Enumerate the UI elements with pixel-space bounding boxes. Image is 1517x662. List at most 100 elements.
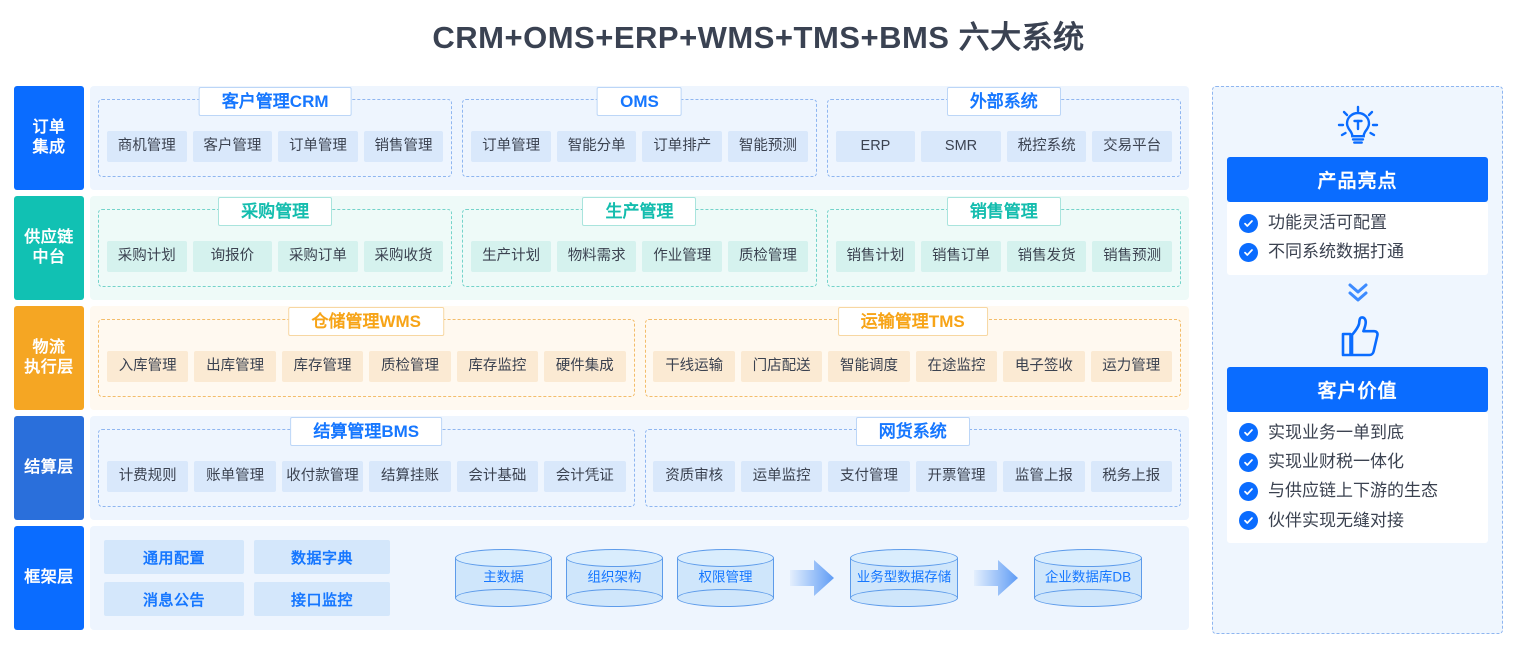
module-chip[interactable]: 会计凭证 xyxy=(544,460,626,492)
cylinder-org-structure[interactable]: 组织架构 xyxy=(566,549,663,607)
module-chip[interactable]: 监管上报 xyxy=(1003,460,1085,492)
module-chip[interactable]: 采购计划 xyxy=(107,240,187,272)
module-chip[interactable]: ERP xyxy=(835,130,916,162)
module-chip[interactable]: 质检管理 xyxy=(728,240,808,272)
cylinder-master-data[interactable]: 主数据 xyxy=(455,549,552,607)
group-title-bms: 结算管理BMS xyxy=(290,417,443,447)
framework-tile[interactable]: 接口监控 xyxy=(254,582,390,616)
cylinder-bottom xyxy=(677,589,774,607)
module-chip[interactable]: 支付管理 xyxy=(828,460,910,492)
cylinder-bottom xyxy=(850,589,958,607)
module-chip[interactable]: 客户管理 xyxy=(192,130,273,162)
check-icon xyxy=(1239,243,1258,263)
module-chip[interactable]: 库存管理 xyxy=(281,350,364,382)
band-label-settlement: 结算层 xyxy=(14,416,84,520)
group-bms: 结算管理BMS 计费规则 账单管理 收付款管理 结算挂账 会计基础 会计凭证 xyxy=(98,417,635,507)
chevron-double-down-icon xyxy=(1343,275,1373,309)
band-label-line2: 中台 xyxy=(32,249,66,266)
page-title: CRM+OMS+ERP+WMS+TMS+BMS 六大系统 xyxy=(432,20,1085,55)
check-icon xyxy=(1239,511,1258,531)
module-chip[interactable]: 交易平台 xyxy=(1092,130,1172,162)
module-chip[interactable]: 询报价 xyxy=(192,240,273,272)
module-chip[interactable]: 税控系统 xyxy=(1006,130,1087,162)
group-title-sales: 销售管理 xyxy=(946,197,1061,227)
module-chip[interactable]: 库存监控 xyxy=(456,350,539,382)
module-chip[interactable]: 在途监控 xyxy=(915,350,998,382)
framework-tile[interactable]: 数据字典 xyxy=(254,540,390,574)
group-sales: 销售管理 销售计划 销售订单 销售发货 销售预测 xyxy=(826,197,1181,287)
module-chip[interactable]: 质检管理 xyxy=(369,350,451,382)
band-label-line1: 订单 xyxy=(32,119,66,136)
group-title-oms: OMS xyxy=(597,87,682,117)
product-highlights-list: 功能灵活可配置 不同系统数据打通 xyxy=(1227,202,1488,275)
module-chip[interactable]: 收付款管理 xyxy=(281,460,364,492)
module-chip[interactable]: 运单监控 xyxy=(740,460,823,492)
customer-value-banner: 客户价值 xyxy=(1227,366,1488,412)
module-chip[interactable]: 计费规则 xyxy=(106,460,189,492)
module-chip[interactable]: 订单排产 xyxy=(642,130,723,162)
cylinder-business-data-storage[interactable]: 业务型数据存储 xyxy=(850,549,958,607)
band-body-framework: 通用配置 数据字典 消息公告 接口监控 主数据 xyxy=(90,526,1189,630)
chip-list: 采购计划 询报价 采购订单 采购收货 xyxy=(107,240,444,272)
group-title-crm: 客户管理CRM xyxy=(198,87,352,117)
group-title-production: 生产管理 xyxy=(582,197,697,227)
band-label-line2: 执行层 xyxy=(24,359,74,376)
module-chip[interactable]: 门店配送 xyxy=(740,350,823,382)
band-label-line2: 集成 xyxy=(32,139,66,156)
arrow-right-icon xyxy=(790,560,834,596)
list-item-label: 功能灵活可配置 xyxy=(1268,213,1387,232)
band-body-order-integration: 客户管理CRM 商机管理 客户管理 订单管理 销售管理 OMS 订单管理 智能分… xyxy=(90,86,1189,190)
list-item: 伙伴实现无缝对接 xyxy=(1239,508,1476,534)
group-wms: 仓储管理WMS 入库管理 出库管理 库存管理 质检管理 库存监控 硬件集成 xyxy=(98,307,635,397)
group-title-wms: 仓储管理WMS xyxy=(288,307,445,337)
module-chip[interactable]: 订单管理 xyxy=(278,130,358,162)
group-title-online-freight: 网货系统 xyxy=(855,417,970,447)
module-chip[interactable]: 运力管理 xyxy=(1090,350,1173,382)
module-chip[interactable]: 开票管理 xyxy=(915,460,998,492)
group-online-freight: 网货系统 资质审核 运单监控 支付管理 开票管理 监管上报 税务上报 xyxy=(644,417,1181,507)
cylinder-permission[interactable]: 权限管理 xyxy=(677,549,774,607)
band-label-line1: 框架层 xyxy=(24,569,74,586)
band-label-logistics-execution: 物流执行层 xyxy=(14,306,84,410)
framework-tile[interactable]: 消息公告 xyxy=(104,582,244,616)
list-item-label: 不同系统数据打通 xyxy=(1268,242,1404,262)
module-chip[interactable]: 智能分单 xyxy=(556,130,637,162)
group-crm: 客户管理CRM 商机管理 客户管理 订单管理 销售管理 xyxy=(98,87,453,177)
module-chip[interactable]: 会计基础 xyxy=(456,460,539,492)
module-chip[interactable]: 生产计划 xyxy=(471,240,551,272)
module-chip[interactable]: 物料需求 xyxy=(556,240,637,272)
module-chip[interactable]: 销售预测 xyxy=(1092,240,1172,272)
module-chip[interactable]: 订单管理 xyxy=(471,130,551,162)
module-chip[interactable]: 干线运输 xyxy=(653,350,735,382)
module-chip[interactable]: SMR xyxy=(921,130,1001,162)
cylinder-bottom xyxy=(1034,589,1142,607)
module-chip[interactable]: 电子签收 xyxy=(1003,350,1085,382)
group-external-systems: 外部系统 ERP SMR 税控系统 交易平台 xyxy=(826,87,1181,177)
module-chip[interactable]: 销售发货 xyxy=(1006,240,1087,272)
cylinder-enterprise-db[interactable]: 企业数据库DB xyxy=(1034,549,1142,607)
module-chip[interactable]: 账单管理 xyxy=(194,460,276,492)
module-chip[interactable]: 销售计划 xyxy=(835,240,916,272)
module-chip[interactable]: 作业管理 xyxy=(642,240,723,272)
module-chip[interactable]: 结算挂账 xyxy=(369,460,451,492)
module-chip[interactable]: 采购订单 xyxy=(278,240,358,272)
module-chip[interactable]: 出库管理 xyxy=(194,350,276,382)
customer-value-list: 实现业务一单到底 实现业财税一体化 与供应链上下游的生态 伙伴实现无缝对接 xyxy=(1227,411,1488,544)
band-body-settlement: 结算管理BMS 计费规则 账单管理 收付款管理 结算挂账 会计基础 会计凭证 网… xyxy=(90,416,1189,520)
group-oms: OMS 订单管理 智能分单 订单排产 智能预测 xyxy=(462,87,817,177)
band-label-supply-chain: 供应链中台 xyxy=(14,196,84,300)
module-chip[interactable]: 销售订单 xyxy=(921,240,1001,272)
chip-list: ERP SMR 税控系统 交易平台 xyxy=(835,130,1172,162)
module-chip[interactable]: 资质审核 xyxy=(653,460,735,492)
module-chip[interactable]: 硬件集成 xyxy=(544,350,626,382)
module-chip[interactable]: 税务上报 xyxy=(1090,460,1173,492)
framework-tile[interactable]: 通用配置 xyxy=(104,540,244,574)
check-icon xyxy=(1239,452,1258,472)
module-chip[interactable]: 销售管理 xyxy=(363,130,444,162)
module-chip[interactable]: 商机管理 xyxy=(107,130,187,162)
module-chip[interactable]: 入库管理 xyxy=(106,350,189,382)
module-chip[interactable]: 智能预测 xyxy=(728,130,808,162)
module-chip[interactable]: 采购收货 xyxy=(363,240,444,272)
module-chip[interactable]: 智能调度 xyxy=(828,350,910,382)
